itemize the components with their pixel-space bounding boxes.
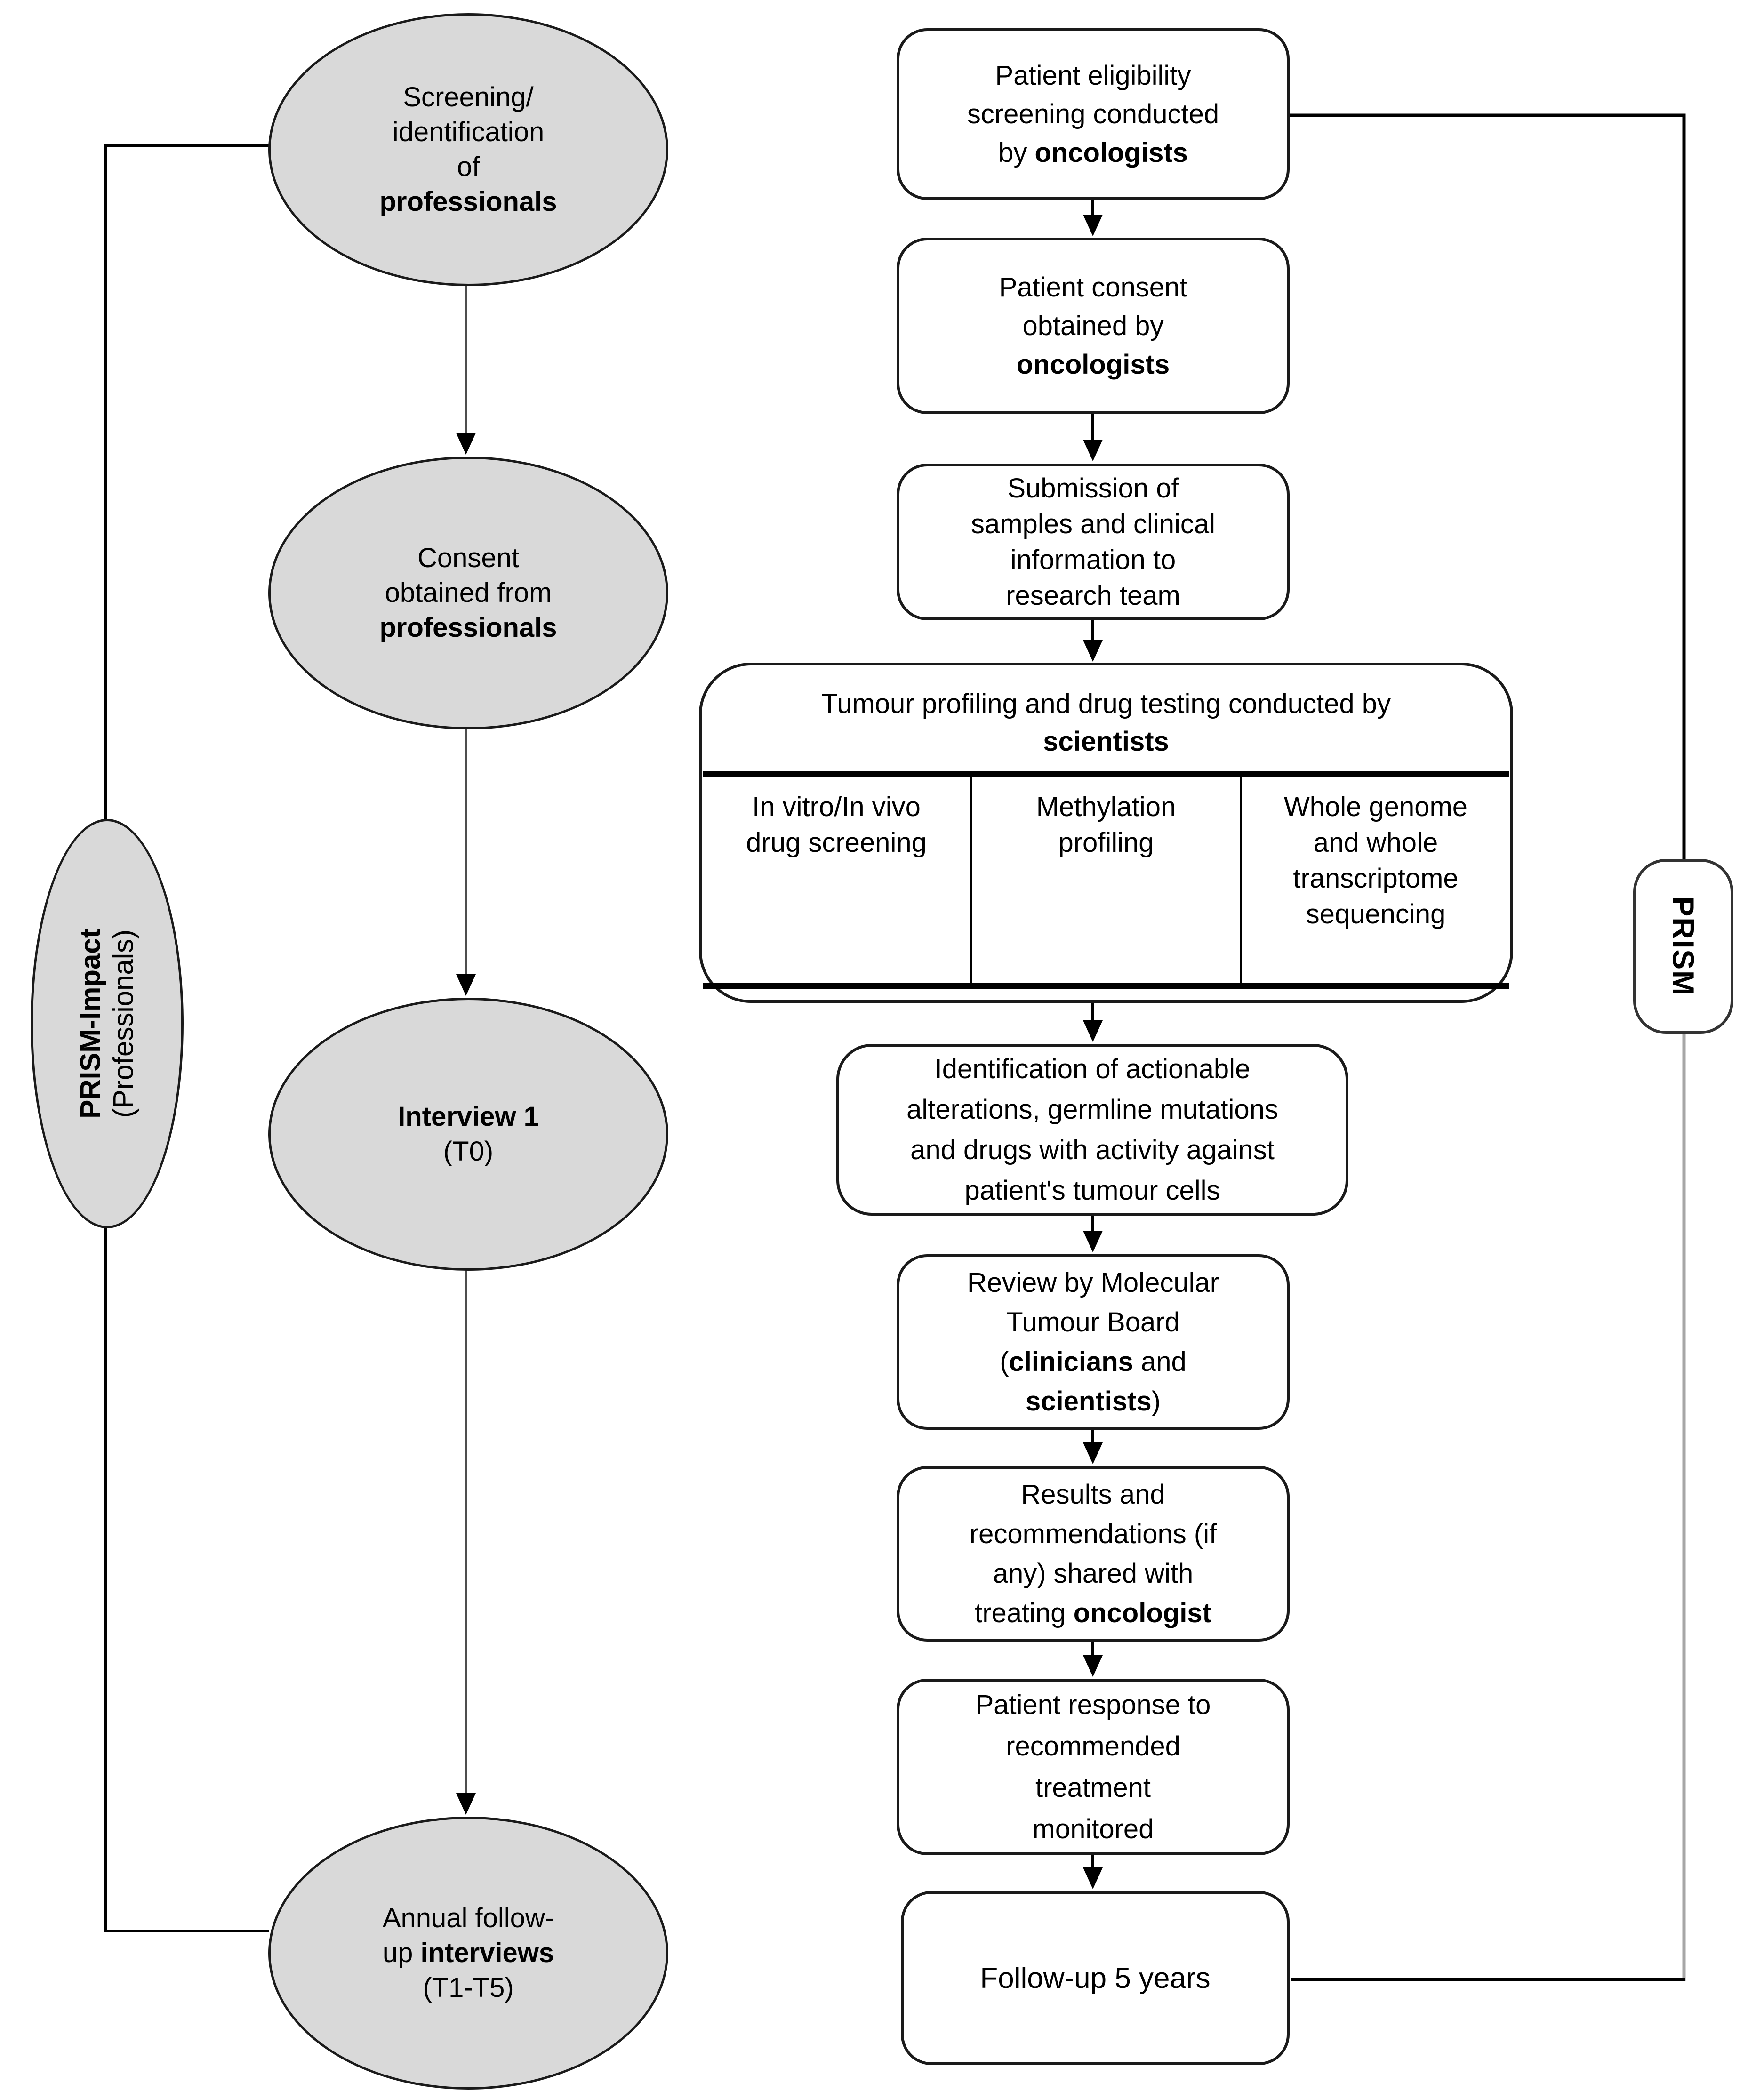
arrowhead [1083, 1020, 1103, 1042]
ellipse-consent-line: obtained from [385, 577, 552, 608]
table-cell-methylation: Methylation profiling [970, 777, 1240, 983]
tumour-profiling-title: Tumour profiling and drug testing conduc… [702, 685, 1510, 761]
box-molecular-tumour-board: Review by Molecular Tumour Board (clinic… [897, 1254, 1290, 1430]
ellipse-screening-line: of [457, 152, 480, 182]
box-line: treatment [1035, 1772, 1151, 1803]
prism-rotated-label: PRISM [1666, 896, 1700, 997]
box-line: recommended [1006, 1730, 1180, 1762]
box-line: Results and [1021, 1479, 1165, 1510]
box-line: research team [1006, 580, 1180, 611]
box-followup-5-years: Follow-up 5 years [901, 1891, 1290, 2065]
ellipse-screening-line: Screening/ [403, 82, 534, 112]
arrowhead [1083, 1442, 1103, 1464]
box-submission-samples: Submission of samples and clinical infor… [897, 464, 1290, 620]
box-line: Follow-up 5 years [980, 1962, 1211, 1995]
box-line: any) shared with [993, 1558, 1194, 1589]
ellipse-consent-professionals: Consent obtained from professionals [268, 457, 668, 729]
box-prism-bracket: PRISM [1633, 859, 1733, 1034]
box-line: scientists) [1026, 1386, 1161, 1417]
box-line: Patient consent [999, 272, 1187, 303]
arrowhead [1083, 1867, 1103, 1889]
left-bracket-bottom-line [104, 1223, 269, 1932]
ellipse-interview-line: Interview 1 [398, 1101, 539, 1132]
arrowhead [456, 974, 476, 996]
arrowhead [456, 1793, 476, 1815]
box-tumour-profiling: Tumour profiling and drug testing conduc… [699, 663, 1513, 1003]
tumour-profiling-title-bold: scientists [1043, 726, 1169, 757]
ellipse-interview-line: (T0) [443, 1136, 494, 1167]
arrowhead [1083, 1231, 1103, 1252]
ellipse-annual-line: Annual follow- [382, 1903, 554, 1933]
box-line: monitored [1032, 1813, 1154, 1844]
ellipse-annual-followup: Annual follow- up interviews (T1-T5) [268, 1817, 668, 2090]
ellipse-screening-line: identification [392, 117, 545, 147]
prism-impact-rotated-label: PRISM-Impact (Professionals) [74, 929, 139, 1119]
box-line: by oncologists [998, 137, 1188, 168]
box-line: Patient eligibility [995, 60, 1191, 91]
box-identification-actionable: Identification of actionable alterations… [836, 1044, 1348, 1216]
ellipse-annual-line: (T1-T5) [423, 1972, 514, 2003]
box-line: (clinicians and [1000, 1346, 1187, 1377]
box-line: obtained by [1022, 310, 1164, 341]
profiling-methods-table: In vitro/In vivo drug screening Methylat… [703, 771, 1509, 989]
box-line: Patient response to [975, 1689, 1211, 1720]
box-patient-consent: Patient consent obtained by oncologists [897, 238, 1290, 414]
box-line: Review by Molecular [967, 1267, 1219, 1298]
ellipse-interview-1: Interview 1 (T0) [268, 998, 668, 1271]
ellipse-consent-line: professionals [379, 612, 557, 643]
ellipse-consent-line: Consent [417, 543, 520, 573]
arrowhead [456, 433, 476, 455]
box-line: information to [1010, 544, 1176, 575]
arrowhead [1083, 440, 1103, 461]
box-line: samples and clinical [970, 508, 1216, 539]
box-line: and drugs with activity against [910, 1134, 1275, 1165]
box-line: screening conducted [967, 98, 1219, 129]
arrowhead [1083, 215, 1103, 236]
box-patient-eligibility: Patient eligibility screening conducted … [897, 28, 1290, 200]
ellipse-screening-line: professionals [379, 186, 557, 217]
box-line: alterations, germline mutations [906, 1094, 1278, 1125]
left-bracket-top-line [104, 144, 269, 820]
box-line: Tumour Board [1006, 1306, 1180, 1338]
box-line: oncologists [1016, 349, 1170, 380]
arrowhead [1083, 640, 1103, 662]
box-patient-response: Patient response to recommended treatmen… [897, 1679, 1290, 1855]
right-bracket-top-line [1290, 113, 1686, 860]
ellipse-screening-identification: Screening/ identification of professiona… [268, 13, 668, 286]
box-line: treating oncologist [975, 1597, 1211, 1628]
table-cell-sequencing: Whole genome and whole transcriptome seq… [1240, 777, 1509, 983]
box-line: Identification of actionable [934, 1053, 1251, 1084]
ellipse-prism-impact-bracket: PRISM-Impact (Professionals) [31, 819, 184, 1228]
box-line: Submission of [1007, 473, 1179, 504]
arrowhead [1083, 1655, 1103, 1677]
box-line: recommendations (if [969, 1518, 1217, 1549]
box-line: patient's tumour cells [964, 1175, 1220, 1206]
box-results-recommendations: Results and recommendations (if any) sha… [897, 1466, 1290, 1642]
table-cell-drug-screening: In vitro/In vivo drug screening [746, 792, 927, 858]
ellipse-annual-line: up interviews [382, 1938, 554, 1968]
